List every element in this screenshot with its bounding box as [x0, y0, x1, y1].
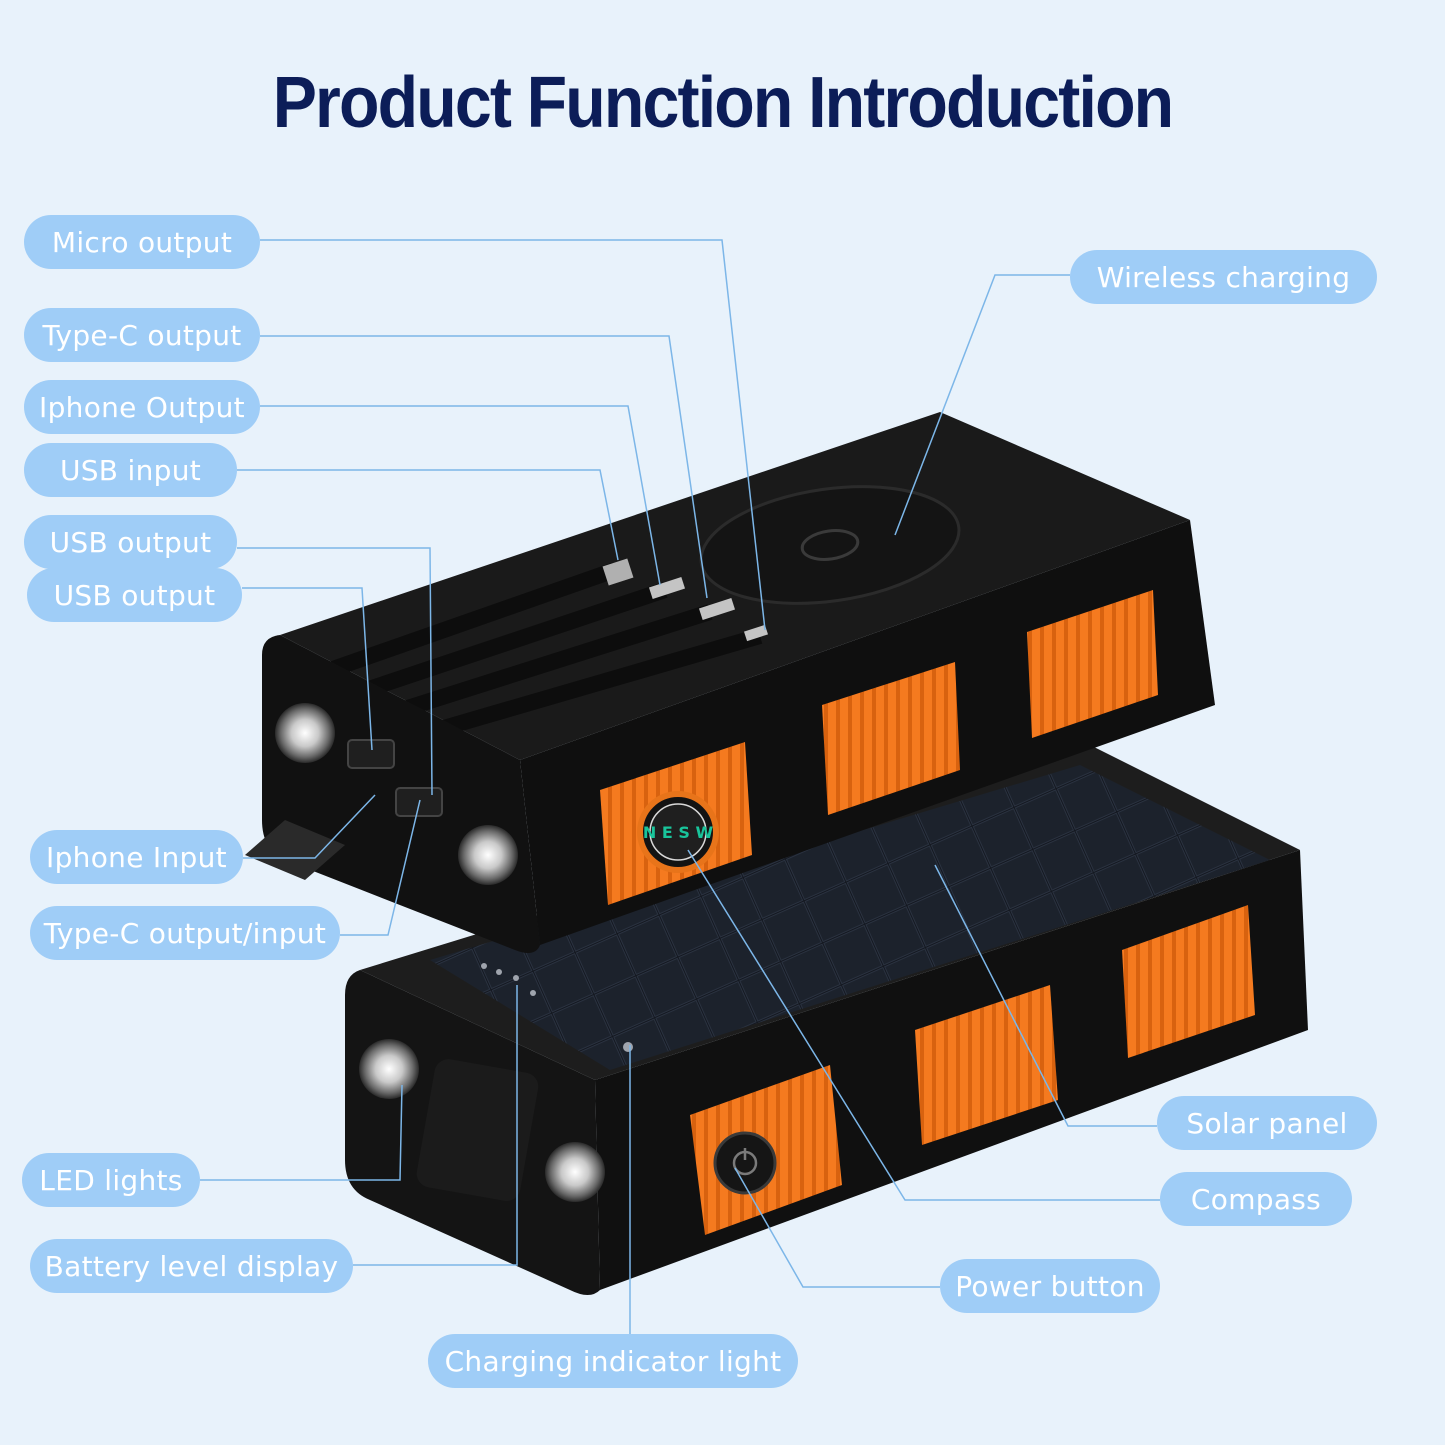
- leader-compass: [687, 849, 1160, 1201]
- label-iphone-input: Iphone Input: [30, 830, 243, 884]
- compass-icon: N E S W: [637, 791, 719, 873]
- label-usb-output-1: USB output: [24, 515, 237, 569]
- leader-usb-input: [237, 469, 619, 561]
- leader-usb-output-2: [242, 587, 373, 751]
- svg-text:N E S W: N E S W: [643, 823, 714, 842]
- leader-solar: [934, 864, 1157, 1127]
- flashlight-icon: [275, 703, 518, 885]
- label-usb-input: USB input: [24, 443, 237, 497]
- label-solar-panel: Solar panel: [1157, 1096, 1377, 1150]
- label-power-button: Power button: [940, 1259, 1160, 1313]
- leader-battery-display: [353, 985, 518, 1266]
- label-usb-output-2: USB output: [27, 568, 242, 622]
- label-typec-output: Type-C output: [24, 308, 260, 362]
- solar-panel-icon: [430, 765, 1270, 1070]
- label-wireless-charging: Wireless charging: [1070, 250, 1377, 304]
- label-typec-output-input: Type-C output/input: [30, 906, 340, 960]
- label-compass: Compass: [1160, 1172, 1352, 1226]
- label-led-lights: LED lights: [22, 1153, 200, 1207]
- leader-micro-output: [260, 239, 766, 631]
- leader-iphone-input: [243, 794, 376, 859]
- label-micro-output: Micro output: [24, 215, 260, 269]
- leader-usb-output-1: [237, 547, 433, 796]
- label-iphone-output: Iphone Output: [24, 380, 260, 434]
- leader-power: [734, 1167, 940, 1288]
- label-battery-level-display: Battery level display: [30, 1239, 353, 1293]
- top-power-bank: N E S W: [245, 412, 1215, 954]
- label-charging-indicator-light: Charging indicator light: [428, 1334, 798, 1388]
- leader-led-lights: [200, 1084, 403, 1181]
- page-title: Product Function Introduction: [272, 63, 1174, 143]
- bottom-power-bank: [345, 745, 1308, 1295]
- flashlight-icon: [359, 1039, 605, 1202]
- leader-typec-io: [340, 799, 421, 936]
- leader-iphone-output: [260, 405, 661, 586]
- leader-typec-output: [260, 335, 708, 599]
- leader-lines: [200, 239, 1160, 1335]
- power-icon: [713, 1131, 777, 1195]
- leader-wireless: [894, 274, 1070, 536]
